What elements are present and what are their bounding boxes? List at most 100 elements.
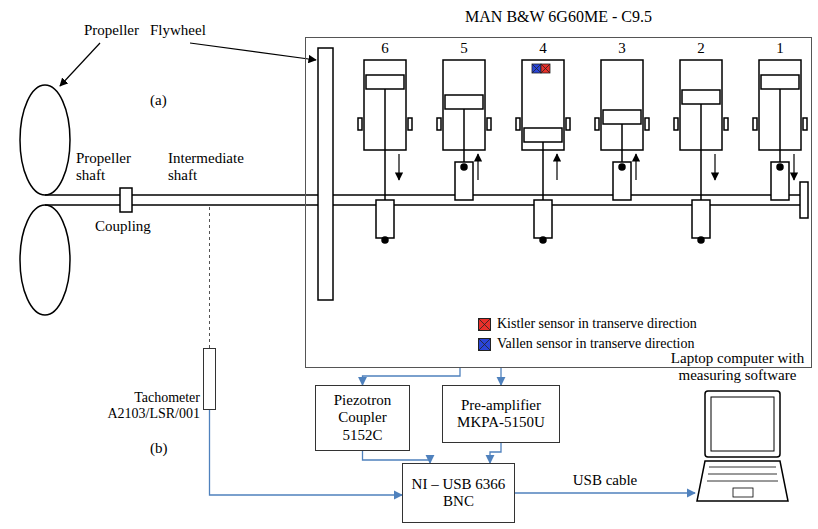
cylinder-number: 4 — [533, 40, 553, 57]
tachometer: Tachometer A2103/LSR/001 — [112, 348, 218, 410]
cylinder-liner — [522, 60, 564, 150]
sensor-cross — [541, 64, 550, 73]
intermediate-shaft — [132, 204, 318, 206]
motion-arrow — [398, 154, 399, 180]
keyboard-row — [709, 466, 776, 467]
crank-throw — [771, 162, 789, 200]
swatch-cross — [479, 319, 490, 330]
flywheel — [318, 48, 333, 300]
piston — [682, 90, 720, 104]
scavenge-port — [803, 118, 807, 130]
connecting-rod — [779, 89, 781, 167]
laptop-computer: Laptop computer with measuring software — [660, 350, 815, 507]
tachometer-label: Tachometer A2103/LSR/001 — [106, 390, 200, 422]
box-label: NI – USB 6366 BNC — [408, 476, 509, 511]
cylinder-number: 1 — [770, 40, 790, 57]
box-label: Piezotron Coupler 5152C — [321, 392, 404, 444]
crank-throw — [692, 200, 710, 238]
piston — [524, 128, 562, 142]
connecting-rod — [463, 109, 465, 167]
laptop-display — [711, 397, 774, 451]
engine-title: MAN B&W 6G60ME - C9.5 — [305, 8, 812, 26]
cylinder — [753, 60, 807, 200]
crank-throw — [613, 162, 631, 200]
crank-throw — [455, 162, 473, 200]
laptop-label: Laptop computer with measuring software — [660, 350, 815, 385]
legend-item: Kistler sensor in transerve direction — [478, 316, 697, 332]
intermediate-shaft — [132, 194, 318, 196]
daq-box: NI – USB 6366 BNC — [402, 463, 515, 523]
crank-pin — [382, 237, 388, 243]
crank-pin — [698, 237, 704, 243]
piston — [603, 110, 641, 124]
part-label: Intermediate shaft — [168, 150, 258, 185]
scavenge-port — [516, 118, 520, 130]
sensor-square — [541, 64, 550, 73]
scavenge-port — [595, 118, 599, 130]
piston — [445, 95, 483, 109]
signal-cable — [363, 451, 431, 463]
tachometer-pickup — [209, 207, 210, 348]
scavenge-port — [437, 118, 441, 130]
crankshaft — [333, 194, 800, 196]
legend-item: Vallen sensor in transerve direction — [478, 336, 695, 352]
keyboard-row — [708, 473, 777, 474]
leader-line — [190, 43, 316, 60]
signal-cable — [500, 368, 501, 385]
motion-arrow — [477, 154, 478, 180]
legend-label: Kistler sensor in transerve direction — [497, 316, 697, 332]
laptop-icon — [695, 389, 790, 507]
propeller-shaft — [45, 194, 120, 196]
laptop-screen — [705, 391, 780, 457]
crank-pin — [777, 164, 783, 170]
propeller-blade — [20, 205, 70, 315]
cylinders — [358, 60, 807, 243]
propeller — [20, 85, 70, 315]
piston — [761, 75, 799, 89]
signal-cable — [490, 443, 501, 463]
scavenge-port — [724, 118, 728, 130]
sensor-mark — [541, 64, 550, 73]
scavenge-port — [674, 118, 678, 130]
connecting-rod — [621, 124, 623, 167]
laptop-base — [697, 461, 788, 501]
swatch-cross — [479, 339, 490, 350]
coupling — [120, 188, 132, 212]
preamplifier-box: Pre-amplifier MKPA-5150U — [442, 385, 560, 443]
crank-pin — [461, 164, 467, 170]
cylinder — [595, 60, 649, 200]
scavenge-port — [408, 118, 412, 130]
part-label: Coupling — [95, 218, 151, 235]
shaft-line — [45, 48, 808, 300]
engine-housing: MAN B&W 6G60ME - C9.5 — [305, 8, 812, 368]
crank-throw — [534, 200, 552, 238]
part-label: Flywheel — [150, 22, 206, 39]
scavenge-port — [487, 118, 491, 130]
signal-coupler-box: Piezotron Coupler 5152C — [315, 385, 410, 451]
legend-swatch — [478, 338, 491, 351]
scavenge-port — [358, 118, 362, 130]
crank-pin — [619, 164, 625, 170]
sensor-cross — [532, 64, 541, 73]
motion-arrow — [635, 154, 636, 180]
sensor-mark — [532, 64, 541, 73]
signal-cable — [515, 492, 695, 493]
cylinder-number: 6 — [375, 40, 395, 57]
propeller-blade — [20, 85, 70, 195]
touchpad — [733, 488, 753, 497]
propeller-shaft — [45, 204, 120, 206]
cylinder-number: 5 — [454, 40, 474, 57]
signal-cable — [363, 368, 461, 385]
cylinder — [674, 60, 728, 243]
sensor-square — [532, 64, 541, 73]
scavenge-port — [566, 118, 570, 130]
crankshaft — [333, 204, 800, 206]
panel-tag: (b) — [150, 440, 168, 457]
crankshaft-flange — [800, 182, 808, 218]
tachometer-body — [203, 348, 216, 410]
part-label: Propeller shaft — [76, 150, 138, 185]
cylinder — [437, 60, 491, 200]
cylinder-number: 2 — [691, 40, 711, 57]
crank-throw — [376, 200, 394, 238]
